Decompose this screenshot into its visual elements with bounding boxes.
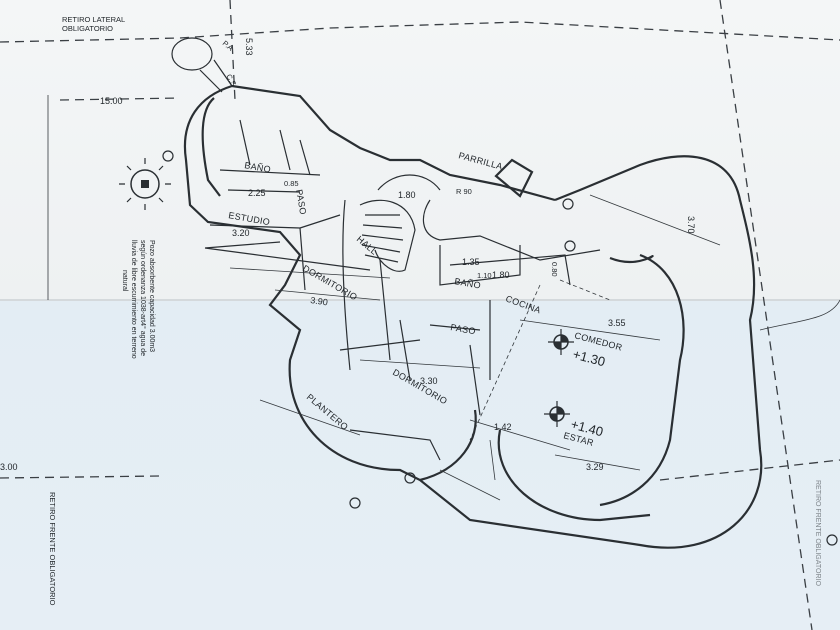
front-setback-line [0,475,161,479]
setback-line-15 [59,97,181,101]
note-line-4: natural [121,270,128,292]
septic-tank [171,37,213,71]
interior-walls-a [204,169,371,291]
boundary-curve [759,299,840,331]
dim-355: 3.55 [608,318,626,328]
dim-110: 1.10 [477,271,492,280]
level-marker-estar [544,401,570,427]
door-swing-lines [439,439,501,501]
level-comedor: +1.30 [571,346,607,369]
right-setback-line [659,459,840,481]
absorbent-well-symbol [119,158,171,210]
lateral-setback-label-2: OBLIGATORIO [62,24,113,33]
room-cocina: COCINA [504,293,542,315]
north-wall [231,84,556,202]
absorbent-well-note: Pozo absorbente capacidad 3.00m3 según o… [121,240,155,359]
dim-370: 3.70 [686,216,696,234]
room-hall: HALL [355,234,380,257]
estar-inner-curve [497,429,651,522]
outer-wall [183,84,763,549]
dim-080: 0.80 [550,262,559,277]
room-bano-1: BAÑO [244,160,272,174]
stair-treads [361,214,404,263]
note-line-3: lluvia de libre escurrimiento en terreno [130,240,137,359]
lateral-setback-line [0,21,840,43]
dim-180a: 1.80 [398,190,416,200]
interior-walls-b [339,199,441,461]
lateral-setback-label-1: RETIRO LATERAL [62,15,125,24]
dim-142: 1.42 [494,422,512,432]
room-paso-1: PASO [294,189,308,216]
setback-line-vertical [229,0,236,101]
room-plantero: PLANTERO [305,392,350,432]
dashed-aux-lines [469,279,611,441]
kitchen-walls [439,245,571,286]
dimension-lines [229,194,721,471]
dim-330: 3.30 [420,376,438,386]
room-dormitorio-2: DORMITORIO [391,367,449,406]
level-marker-comedor [548,329,574,355]
room-bano-2: BAÑO [454,276,482,290]
dim-180b: 1.80 [492,270,510,280]
room-paso-2: PASO [450,322,477,336]
note-line-2: según ordenanza 1038-art4° agua de [139,240,147,356]
dim-r90: R 90 [456,187,472,196]
dim-300: 3.00 [0,462,18,472]
stair-outline [359,199,416,272]
dim-320: 3.20 [232,228,250,238]
entry-arch [377,174,441,191]
dim-225: 2.25 [248,188,266,198]
inner-wall-bath [201,97,221,197]
hall-curve [422,199,601,261]
room-dormitorio-1: DORMITORIO [301,263,359,302]
bath-walls [239,119,311,176]
comedor-top-curve [609,255,654,264]
section-markers [162,150,838,546]
septic-pipe [199,59,233,93]
front-setback-label-right: RETIRO FRENTE OBLIGATORIO [814,480,821,586]
parrilla-box [494,158,534,198]
right-boundary-line [719,0,813,630]
room-parrilla: PARRILLA [457,150,503,171]
dim-1500: 15.00 [100,96,123,106]
front-setback-label: RETIRO FRENTE OBLIGATORIO [48,492,57,606]
interior-walls-c [399,300,491,416]
dim-390: 3.90 [310,295,329,307]
dim-533: 5.33 [244,38,254,56]
comedor-right-wall [599,253,685,507]
estar-curve [419,409,477,482]
note-line-1: Pozo absorbente capacidad 3.00m3 [148,240,155,352]
dim-329: 3.29 [586,462,604,472]
dim-085: 0.85 [284,179,299,188]
dim-135: 1.35 [462,257,480,267]
